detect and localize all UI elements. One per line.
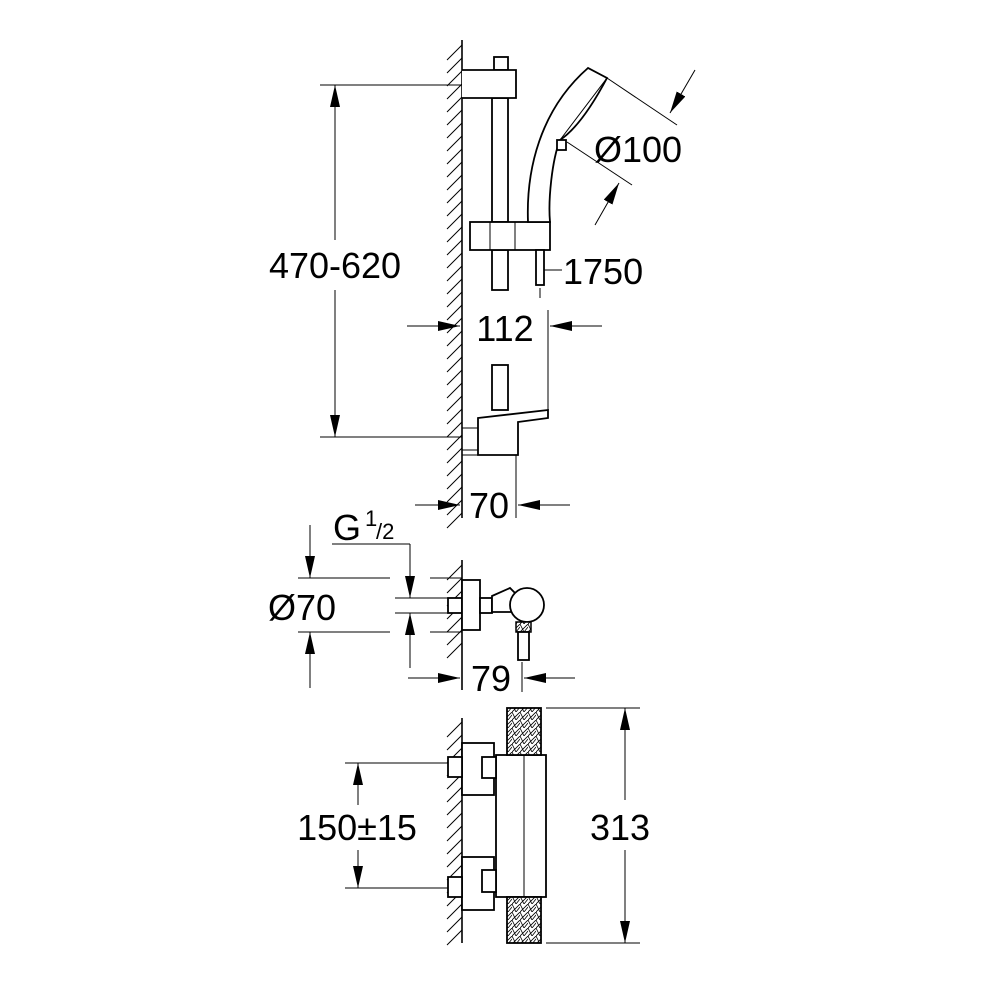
wall-hatch-line	[446, 369, 463, 386]
dimension-rosette-diameter: Ø70	[268, 525, 462, 688]
dimension-mixer-projection: 79	[408, 658, 575, 699]
wall-hatch-line	[446, 252, 463, 269]
wall-hatch-line	[446, 916, 463, 933]
wall-hatch-line	[446, 70, 463, 87]
wall-hatch-line	[446, 200, 463, 217]
wall-hatch-line	[446, 851, 463, 868]
wall-hatch-line	[446, 135, 463, 152]
wall-hatch-line	[446, 343, 463, 360]
wall-hatch-line	[446, 291, 463, 308]
wall-hatch-line	[446, 382, 463, 399]
thread-denominator: /2	[376, 519, 394, 544]
wall-hatch-line	[446, 577, 463, 594]
thermostat-body	[495, 707, 547, 944]
rosette-diameter-label: Ø70	[268, 587, 336, 628]
wall-hatch-line	[446, 721, 463, 738]
shower-holder	[462, 408, 549, 456]
thread-numerator: 1	[365, 506, 377, 531]
slider	[469, 221, 551, 251]
wall-hatch-line	[446, 929, 463, 946]
mixer-projection-label: 79	[471, 658, 511, 699]
rail-height-label: 470-620	[269, 245, 401, 286]
wall-hatch-line	[446, 473, 463, 490]
dimension-head-diameter: Ø100	[566, 69, 696, 226]
wall-hatch-line	[446, 903, 463, 920]
wall-hatch-line	[446, 109, 463, 126]
wall-hatch-line	[446, 812, 463, 829]
wall-hatch-line	[446, 265, 463, 282]
wall-hatch-line	[446, 421, 463, 438]
wall-hatch-line	[446, 825, 463, 842]
wall-hatch-line	[446, 838, 463, 855]
dimension-hose-length: 1750	[544, 251, 643, 292]
mixer-height-label: 313	[590, 807, 650, 848]
dimension-holder-projection: 112	[407, 308, 602, 410]
inlet-spacing-label: 150±15	[297, 807, 417, 848]
wall-hatch-line	[446, 226, 463, 243]
wall-top	[446, 40, 463, 529]
wall-hatch-line	[446, 96, 463, 113]
wall-hatch-line	[446, 499, 463, 516]
head-diameter-label: Ø100	[594, 129, 682, 170]
wall-bottom	[446, 718, 463, 946]
wall-hatch-line	[446, 786, 463, 803]
wall-middle	[446, 560, 463, 690]
wall-hatch-line	[446, 213, 463, 230]
wall-hatch-line	[446, 304, 463, 321]
dimension-inlet-spacing: 150±15	[297, 762, 448, 889]
wall-hatch-line	[446, 799, 463, 816]
wall-hatch-line	[446, 447, 463, 464]
wall-hatch-line	[446, 512, 463, 529]
mixer-side-view	[447, 579, 545, 661]
hose-length-label: 1750	[563, 251, 643, 292]
shower-rail	[462, 56, 517, 411]
wall-hatch-line	[446, 278, 463, 295]
wall-hatch-line	[446, 734, 463, 751]
wall-hatch-line	[446, 356, 463, 373]
wall-hatch-line	[446, 57, 463, 74]
dimension-rail-height: 470-620	[269, 84, 462, 438]
wall-hatch-line	[446, 122, 463, 139]
wall-hatch-line	[446, 460, 463, 477]
rail-projection-label: 70	[469, 485, 509, 526]
hose	[535, 249, 545, 298]
wall-hatch-line	[446, 330, 463, 347]
dimension-thread: G 1 /2	[332, 506, 448, 668]
wall-hatch-line	[446, 395, 463, 412]
wall-hatch-line	[446, 642, 463, 659]
wall-hatch-line	[446, 44, 463, 61]
holder-projection-label: 112	[476, 308, 533, 349]
wall-hatch-line	[446, 616, 463, 633]
wall-hatch-line	[446, 174, 463, 191]
thread-letter: G	[333, 507, 361, 548]
wall-hatch-line	[446, 239, 463, 256]
inlet-connections	[447, 742, 497, 911]
wall-hatch-line	[446, 408, 463, 425]
wall-hatch-line	[446, 148, 463, 165]
dimension-mixer-height: 313	[546, 707, 650, 944]
dimension-rail-projection: 70	[415, 455, 570, 526]
wall-hatch-line	[446, 83, 463, 100]
wall-hatch-line	[446, 187, 463, 204]
wall-hatch-line	[446, 486, 463, 503]
wall-hatch-line	[446, 161, 463, 178]
